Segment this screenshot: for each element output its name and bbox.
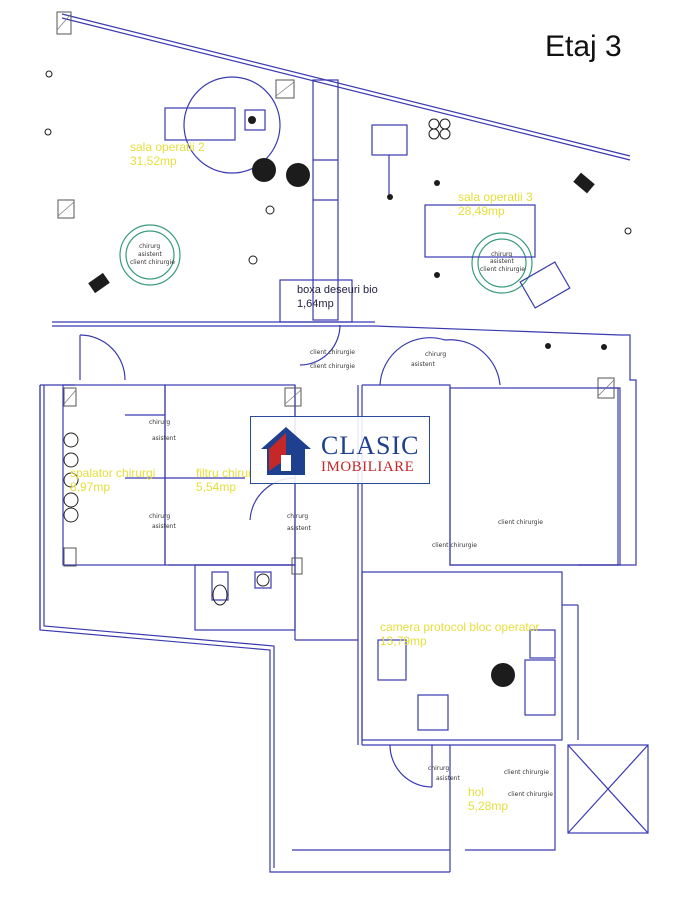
circ-asistent-1: asistent <box>138 251 162 258</box>
circ-asistent-4: asistent <box>152 435 176 442</box>
room-name: sala operatii 3 <box>458 190 533 204</box>
room-sala-operatii-3: sala operatii 3 28,49mp <box>458 190 533 218</box>
columns <box>56 11 615 575</box>
circ-chirurg-1: chirurg <box>139 243 160 250</box>
circ-client-7: client chirurgie <box>504 769 549 776</box>
circ-asistent-3: asistent <box>411 361 435 368</box>
room-name: filtru chirurgi <box>196 466 262 480</box>
room-area: 5,28mp <box>468 799 509 813</box>
room-camera-protocol: camera protocol bloc operator 13,79mp <box>380 620 539 648</box>
circ-asistent-6: asistent <box>287 525 311 532</box>
circ-client-4: client chirurgie <box>310 363 355 370</box>
equipment-icons <box>88 116 607 687</box>
circ-client-8: client chirurgie <box>508 791 553 798</box>
room-name: boxa deseuri bio <box>297 284 378 296</box>
circ-asistent-5: asistent <box>152 523 176 530</box>
column-hatching <box>56 13 615 405</box>
circ-chirurg-4: chirurg <box>149 419 170 426</box>
circ-chirurg-6: chirurg <box>287 513 308 520</box>
house-icon <box>261 427 311 475</box>
room-name: spalator chirurgi <box>70 466 156 480</box>
room-name: hol <box>468 785 485 799</box>
floor-title: Etaj 3 <box>545 30 622 63</box>
equipment-outlines <box>44 70 632 265</box>
circ-client-5: client chirurgie <box>498 519 543 526</box>
room-name: camera protocol bloc operator <box>380 620 540 634</box>
circ-chirurg-2: chirurg <box>491 251 512 258</box>
room-spalator: spalator chirurgi 8,97mp <box>70 466 155 494</box>
logo-sub: IMOBILIARE <box>321 459 415 475</box>
room-area: 28,49mp <box>458 204 505 218</box>
circ-client-1: client chirurgie <box>130 259 175 266</box>
logo-name: CLASIC <box>321 431 420 460</box>
circ-asistent-7: asistent <box>436 775 460 782</box>
circulation-labels: chirurg asistent client chirurgie chirur… <box>130 243 553 798</box>
room-area: 8,97mp <box>70 480 111 494</box>
room-area: 31,52mp <box>130 154 177 168</box>
room-area: 1,64mp <box>297 298 334 310</box>
circ-asistent-2: asistent <box>490 258 514 265</box>
room-area: 13,79mp <box>380 634 427 648</box>
circ-chirurg-3: chirurg <box>425 351 446 358</box>
circ-chirurg-7: chirurg <box>428 765 449 772</box>
room-name: sala operatii 2 <box>130 140 205 154</box>
room-hol: hol 5,28mp <box>468 785 508 813</box>
circ-client-2: client chirurgie <box>480 266 525 273</box>
sinks <box>63 432 270 606</box>
agency-logo: CLASIC IMOBILIARE <box>250 416 430 484</box>
circ-client-6: client chirurgie <box>432 542 477 549</box>
circ-client-3: client chirurgie <box>310 349 355 356</box>
room-sala-operatii-2: sala operatii 2 31,52mp <box>130 140 205 168</box>
room-area: 5,54mp <box>196 480 237 494</box>
circ-chirurg-5: chirurg <box>149 513 170 520</box>
room-boxa-deseuri: boxa deseuri bio 1,64mp <box>297 283 378 311</box>
room-filtru: filtru chirurgi 5,54mp <box>196 466 261 494</box>
